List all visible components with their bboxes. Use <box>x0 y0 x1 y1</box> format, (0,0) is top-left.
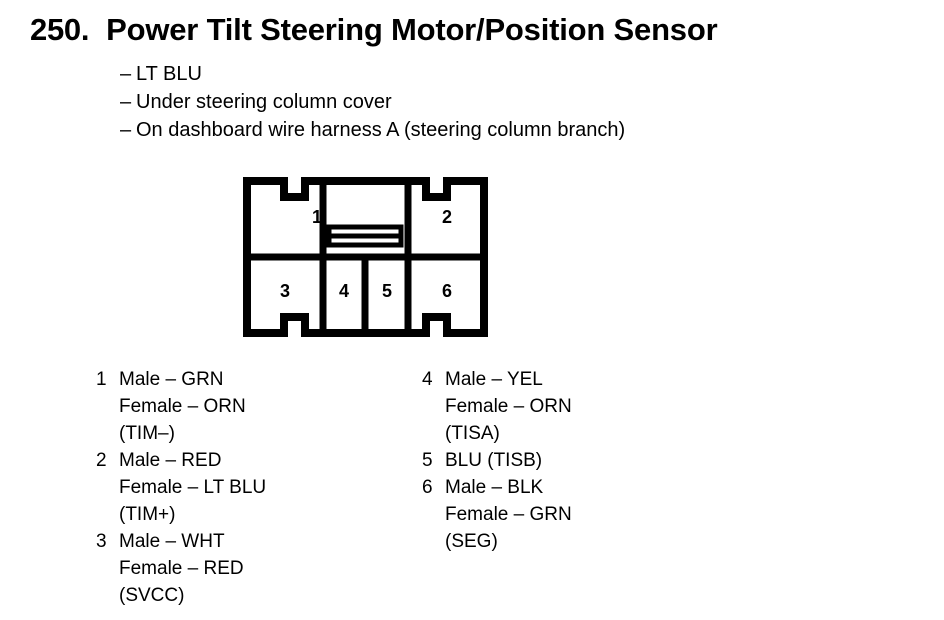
legend-line: (TIM+) <box>119 504 176 525</box>
legend-line: Female – ORN <box>445 396 572 417</box>
legend-text-block: BLU (TISB) <box>445 447 542 474</box>
legend-number: 3 <box>96 531 107 552</box>
legend-entry-1: 1 Male – GRN Female – ORN (TIM–) <box>96 366 266 447</box>
cavity-label-2: 2 <box>441 207 452 227</box>
connector-outline-svg <box>243 177 488 337</box>
legend-line: Male – RED <box>119 450 222 471</box>
legend-number: 1 <box>96 369 107 390</box>
legend-line: Female – LT BLU <box>119 477 267 498</box>
legend-entry-6: 6 Male – BLK Female – GRN (SEG) <box>422 474 572 555</box>
legend-entry-2: 2 Male – RED Female – LT BLU (TIM+) <box>96 447 266 528</box>
dash-glyph: – <box>120 119 132 141</box>
note-item: –On dashboard wire harness A (steering c… <box>120 116 625 144</box>
legend-line: Female – RED <box>119 558 244 579</box>
cavity-label-6: 6 <box>441 281 452 301</box>
legend-line: (TIM–) <box>119 423 175 444</box>
legend-line: Male – GRN <box>119 369 224 390</box>
legend-text-block: Male – RED Female – LT BLU (TIM+) <box>119 447 266 528</box>
legend-number: 2 <box>96 450 107 471</box>
cavity-label-3: 3 <box>279 281 290 301</box>
legend-text-block: Male – GRN Female – ORN (TIM–) <box>119 366 246 447</box>
pin-legend-left: 1 Male – GRN Female – ORN (TIM–) 2 Male … <box>96 366 266 609</box>
dash-glyph: – <box>120 63 132 85</box>
page-title-text: Power Tilt Steering Motor/Position Senso… <box>106 12 718 47</box>
legend-text-block: Male – WHT Female – RED (SVCC) <box>119 528 244 609</box>
note-text: Under steering column cover <box>136 91 392 113</box>
note-text: LT BLU <box>136 63 202 85</box>
legend-entry-5: 5 BLU (TISB) <box>422 447 572 474</box>
legend-line: Female – GRN <box>445 504 572 525</box>
cavity-label-5: 5 <box>381 281 392 301</box>
dash-glyph: – <box>120 91 132 113</box>
note-item: –LT BLU <box>120 60 625 88</box>
legend-entry-4: 4 Male – YEL Female – ORN (TISA) <box>422 366 572 447</box>
legend-number: 5 <box>422 450 433 471</box>
page-title-number: 250. <box>30 12 90 47</box>
legend-line: Male – YEL <box>445 369 543 390</box>
legend-line: (SVCC) <box>119 585 185 606</box>
legend-line: BLU (TISB) <box>445 450 543 471</box>
note-list: –LT BLU –Under steering column cover –On… <box>120 60 625 144</box>
legend-number: 4 <box>422 369 433 390</box>
connector-diagram: 1 2 3 4 5 6 <box>243 177 488 337</box>
legend-number: 6 <box>422 477 433 498</box>
legend-line: Male – BLK <box>445 477 544 498</box>
legend-line: (SEG) <box>445 531 498 552</box>
note-item: –Under steering column cover <box>120 88 625 116</box>
cavity-label-1: 1 <box>311 207 322 227</box>
pin-legend-right: 4 Male – YEL Female – ORN (TISA) 5 BLU (… <box>422 366 572 555</box>
legend-text-block: Male – YEL Female – ORN (TISA) <box>445 366 572 447</box>
cavity-label-4: 4 <box>338 281 349 301</box>
page-title: 250. Power Tilt Steering Motor/Position … <box>30 12 718 48</box>
legend-line: Female – ORN <box>119 396 246 417</box>
legend-entry-3: 3 Male – WHT Female – RED (SVCC) <box>96 528 266 609</box>
legend-text-block: Male – BLK Female – GRN (SEG) <box>445 474 572 555</box>
legend-line: (TISA) <box>445 423 500 444</box>
note-text: On dashboard wire harness A (steering co… <box>136 119 626 141</box>
legend-line: Male – WHT <box>119 531 225 552</box>
